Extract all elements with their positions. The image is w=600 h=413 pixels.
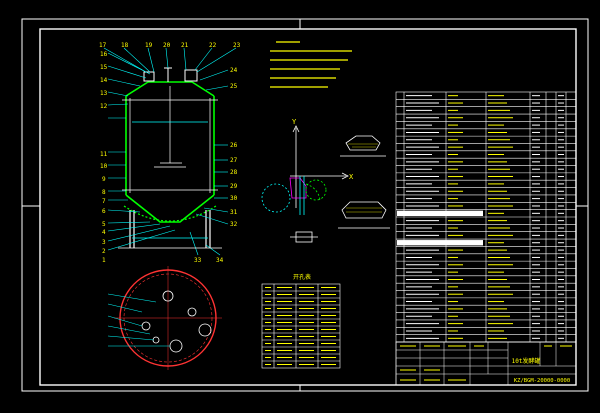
callout-5: 5 (102, 221, 106, 228)
x-axis-label: X (349, 173, 354, 181)
callout-20: 20 (163, 42, 171, 49)
callout-19: 19 (145, 42, 153, 49)
callout-26: 26 (230, 142, 238, 149)
callout-33: 33 (194, 257, 202, 264)
tank-plan-view (107, 266, 222, 370)
callout-12: 12 (100, 103, 108, 110)
parts-row-highlight (397, 210, 483, 216)
callout-30: 30 (230, 195, 238, 202)
tank-elevation-view (103, 47, 237, 256)
parts-row-highlight (397, 240, 483, 246)
title-block: 10t发酵罐 KZ/BGM-20000-0000 (395, 341, 577, 386)
nozzle-detail-view (261, 125, 349, 243)
callout-3: 3 (102, 239, 106, 246)
callout-22: 22 (209, 42, 217, 49)
callout-13: 13 (100, 90, 108, 97)
callout-17: 17 (99, 42, 107, 49)
callout-14: 14 (100, 77, 108, 84)
callout-1: 1 (102, 257, 106, 264)
callout-8: 8 (102, 189, 106, 196)
parts-list-table (395, 91, 577, 343)
callout-4: 4 (102, 229, 106, 236)
callout-34: 34 (216, 257, 224, 264)
callout-23: 23 (233, 42, 241, 49)
y-axis-label: Y (292, 118, 297, 126)
technical-notes (270, 41, 352, 88)
callout-7: 7 (102, 198, 106, 205)
callout-9: 9 (102, 176, 106, 183)
callout-28: 28 (230, 169, 238, 176)
callout-27: 27 (230, 157, 238, 164)
callout-25: 25 (230, 83, 238, 90)
callout-31: 31 (230, 209, 238, 216)
callout-10: 10 (100, 163, 108, 170)
callout-11: 11 (100, 151, 108, 158)
callout-2: 2 (102, 248, 106, 255)
callout-15: 15 (100, 64, 108, 71)
nozzle-table-title: 开孔表 (293, 273, 311, 281)
callout-32: 32 (230, 221, 238, 228)
section-views (338, 135, 390, 229)
callout-21: 21 (181, 42, 189, 49)
callout-6: 6 (102, 208, 106, 215)
drawing-number: KZ/BGM-20000-0000 (514, 378, 570, 384)
nozzle-table: 开孔表 (261, 273, 341, 369)
callout-16: 16 (100, 51, 108, 58)
axis-labels: Y X (292, 118, 354, 181)
callout-24: 24 (230, 67, 238, 74)
drawing-title: 10t发酵罐 (512, 357, 541, 365)
elevation-callouts: 17 18 19 20 21 22 23 16 15 14 13 12 11 1… (99, 42, 241, 264)
callout-18: 18 (121, 42, 129, 49)
callout-29: 29 (230, 183, 238, 190)
